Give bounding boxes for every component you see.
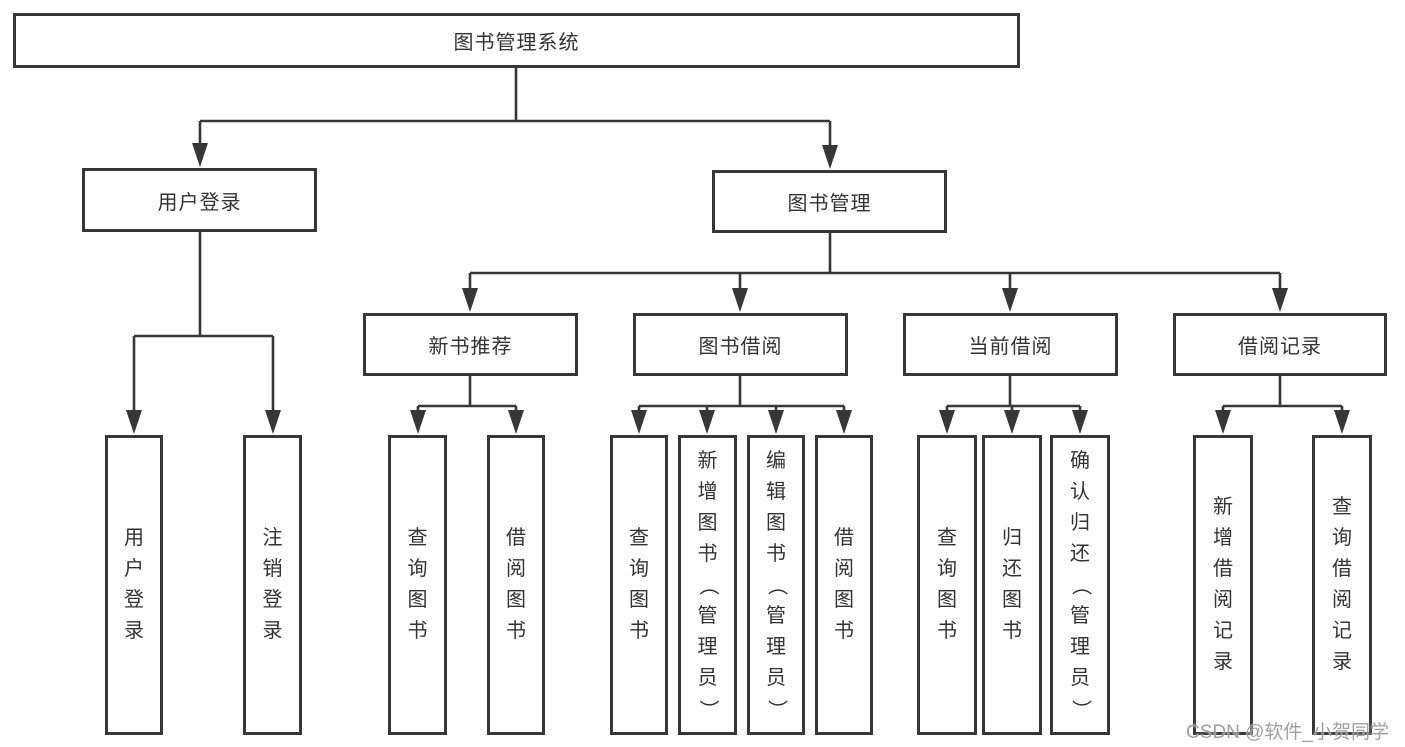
csdn-watermark: CSDN @软件_小贺同学 xyxy=(1186,722,1389,743)
edge-book-borrow-to-leaves xyxy=(631,376,852,434)
node-root-label: 图书管理系统 xyxy=(453,32,580,54)
node-book-borrowing-label: 图书借阅 xyxy=(698,336,783,358)
node-book-management-branch-label: 图书管理 xyxy=(787,193,872,215)
node-current-borrowing-label: 当前借阅 xyxy=(968,336,1053,358)
node-user-login-branch-label: 用户登录 xyxy=(157,191,242,214)
edge-book-management-to-sections xyxy=(462,233,1288,312)
leaf-logout: 注销登录 xyxy=(243,435,302,735)
leaf-borrowing-add-book-admin: 新增图书（管理员） xyxy=(678,435,737,735)
leaf-borrowing-borrow-book: 借阅图书 xyxy=(815,435,873,735)
edge-borrow-records-to-leaves xyxy=(1215,376,1350,434)
edge-user-login-to-leaves xyxy=(126,232,281,434)
leaf-newbook-borrow-book: 借阅图书 xyxy=(487,435,545,735)
leaf-records-query-borrow-record: 查询借阅记录 xyxy=(1312,435,1372,735)
node-user-login-branch: 用户登录 xyxy=(82,168,317,232)
leaf-borrowing-edit-book-admin: 编辑图书（管理员） xyxy=(747,435,805,735)
leaf-current-confirm-return-admin: 确认归还（管理员） xyxy=(1050,435,1110,735)
node-current-borrowing: 当前借阅 xyxy=(903,313,1118,376)
edge-root-to-branches xyxy=(192,68,838,169)
node-book-management-branch: 图书管理 xyxy=(712,170,947,233)
leaf-current-return-book: 归还图书 xyxy=(982,435,1042,735)
node-book-borrowing: 图书借阅 xyxy=(633,313,848,376)
node-borrowing-records: 借阅记录 xyxy=(1173,313,1387,376)
leaf-records-add-borrow-record: 新增借阅记录 xyxy=(1193,435,1253,735)
node-root-library-system: 图书管理系统 xyxy=(13,13,1020,68)
node-borrowing-records-label: 借阅记录 xyxy=(1238,336,1322,358)
leaf-current-query-book: 查询图书 xyxy=(917,435,977,735)
leaf-newbook-query-book: 查询图书 xyxy=(388,435,447,735)
node-new-book-recommendation-label: 新书推荐 xyxy=(428,336,513,358)
leaf-borrowing-query-book: 查询图书 xyxy=(610,435,668,735)
node-new-book-recommendation: 新书推荐 xyxy=(363,313,578,376)
edge-current-borrow-to-leaves xyxy=(939,376,1088,434)
edge-new-book-to-leaves xyxy=(410,376,524,434)
leaf-user-login: 用户登录 xyxy=(105,435,163,735)
